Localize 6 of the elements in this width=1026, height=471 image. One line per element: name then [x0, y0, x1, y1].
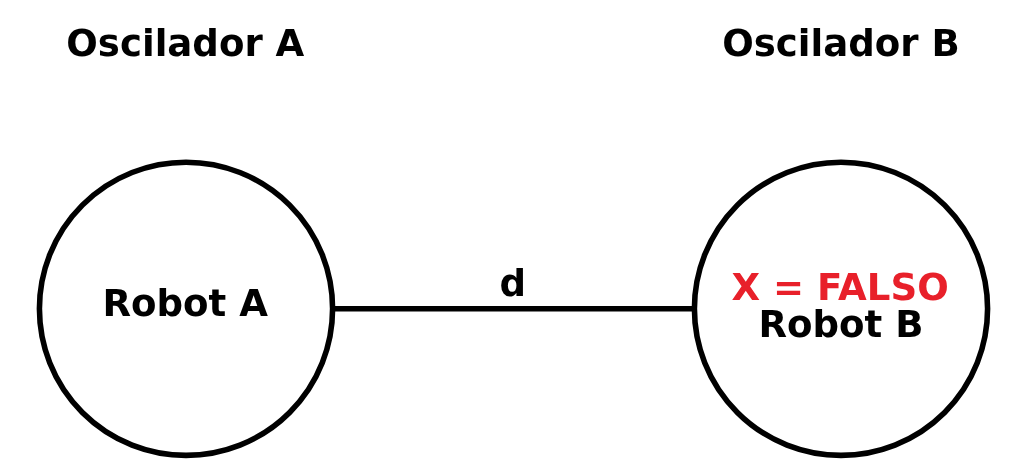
node-circle: Robot A — [36, 159, 335, 459]
label: Oscilador A — [65, 22, 304, 66]
connector — [332, 306, 694, 312]
node-circle: X = FALSO Robot B — [691, 159, 990, 459]
edge-label: d — [499, 261, 526, 305]
label: Oscilador B — [721, 22, 960, 66]
